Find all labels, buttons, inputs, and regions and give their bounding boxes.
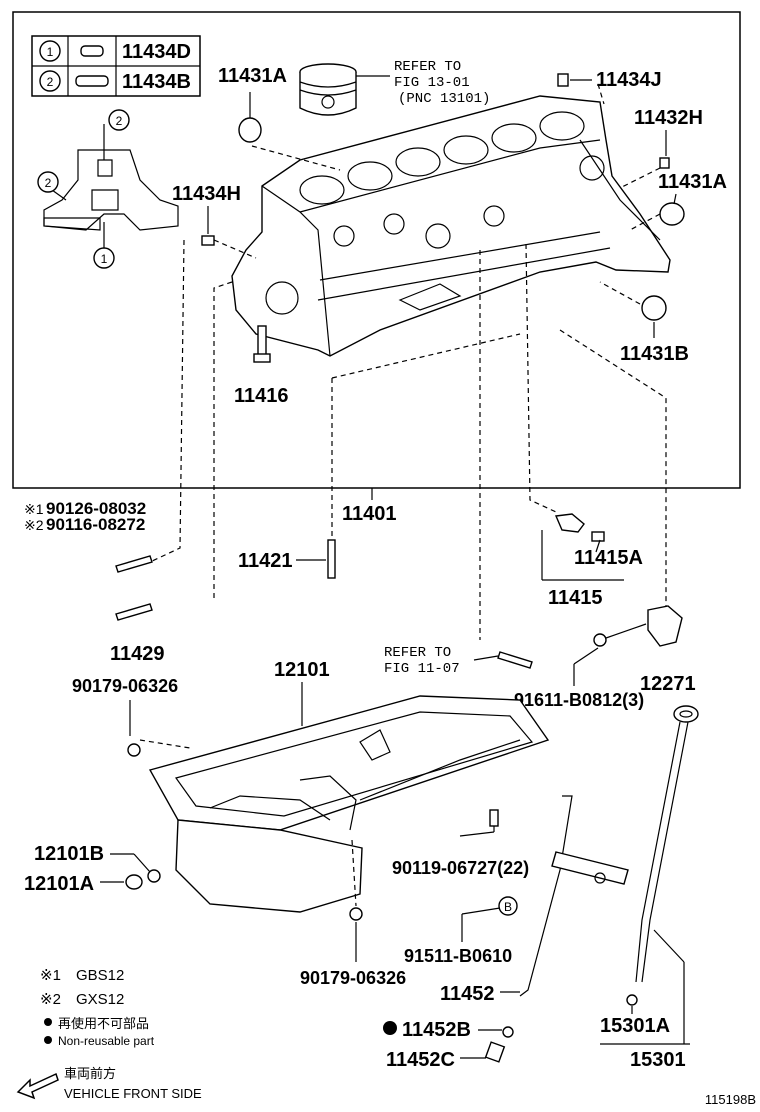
callout-2-left: 2	[45, 176, 52, 190]
note-front-jp: 車両前方	[64, 1066, 116, 1081]
note-code-GBS12: GBS12	[76, 967, 124, 984]
pin-11434H	[201, 235, 215, 246]
label-90116-08272: 90116-08272	[46, 515, 145, 534]
bullet-icon	[44, 1018, 52, 1026]
oil-pump-shaft-icon	[497, 651, 533, 669]
stud-bolt-11429-icon	[115, 603, 153, 621]
label-90119-06727: 90119-06727(22)	[392, 858, 529, 878]
oring-15301A	[626, 994, 638, 1006]
legend-part-11434B: 11434B	[122, 71, 191, 93]
ref-oilpump-line1: REFER TO	[384, 645, 451, 661]
piston-icon	[299, 63, 390, 116]
guide-11452C	[484, 1041, 506, 1063]
callout-2-top: 2	[116, 114, 123, 128]
oil-pan-icon	[148, 695, 550, 913]
cylinder-block-frame	[12, 11, 741, 489]
stud-bolt-upper-icon	[115, 555, 153, 573]
ref-piston-line3: (PNC 13101)	[398, 91, 490, 107]
non-reusable-dot-11452B	[383, 1021, 397, 1035]
bracket-12271-icon	[593, 605, 683, 647]
oil-jet-icon	[554, 513, 605, 542]
figure-id: 115198B	[705, 1092, 756, 1107]
mark-2: ※2	[24, 517, 44, 533]
note-front-en: VEHICLE FRONT SIDE	[64, 1086, 202, 1101]
note-code-GXS12: GXS12	[76, 991, 124, 1008]
label-11452B: 11452B	[402, 1019, 471, 1041]
label-15301: 15301	[630, 1049, 686, 1071]
label-11421: 11421	[238, 550, 293, 572]
front-arrow-icon	[16, 1072, 59, 1100]
nut-90179-bottom	[349, 907, 363, 921]
label-90179-06326-top: 90179-06326	[72, 676, 178, 696]
label-11431A-top: 11431A	[218, 65, 287, 87]
seal-11431B	[641, 295, 667, 321]
note-nonreusable-en: Non-reusable part	[58, 1034, 155, 1048]
label-11431A-right: 11431A	[658, 171, 727, 193]
label-11431B: 11431B	[620, 343, 689, 365]
ref-oilpump-line2: FIG 11-07	[384, 661, 460, 677]
cylinder-block-icon	[231, 95, 671, 357]
label-11401: 11401	[342, 503, 397, 525]
label-11434H: 11434H	[172, 183, 241, 205]
bolt-11416-icon	[253, 325, 271, 363]
label-11415: 11415	[548, 587, 603, 609]
ref-piston-line2: FIG 13-01	[394, 75, 470, 91]
label-15301A: 15301A	[600, 1015, 670, 1037]
label-11452: 11452	[440, 983, 495, 1005]
dipstick-icon	[635, 705, 699, 983]
nut-90179-top	[127, 743, 141, 757]
label-12271: 12271	[640, 673, 696, 695]
label-11416: 11416	[234, 385, 289, 407]
label-12101: 12101	[274, 659, 330, 681]
plug-11431A-top	[238, 117, 262, 143]
stud-11421	[327, 539, 336, 579]
label-11429: 11429	[110, 643, 165, 665]
pin-11432H	[659, 157, 670, 169]
oring-11452B	[502, 1026, 514, 1038]
callout-1-bottom: 1	[101, 252, 108, 266]
bearing-position-sketch: 2 2 1	[37, 109, 179, 269]
label-90126-08032: 90126-08032	[46, 499, 146, 518]
note-mark-2: ※2	[40, 991, 61, 1008]
label-91611-B0812: 91611-B0812(3)	[514, 690, 644, 710]
callout-B	[498, 896, 518, 916]
pin-11434J	[557, 73, 569, 87]
gasket-12101B	[147, 869, 161, 883]
legend-part-11434D: 11434D	[122, 41, 191, 63]
label-11452C: 11452C	[386, 1049, 455, 1071]
callout-B-label: B	[504, 900, 512, 914]
bolt-90119	[489, 809, 499, 827]
oil-strainer-icon	[519, 795, 629, 997]
label-12101A: 12101A	[24, 873, 94, 895]
label-11415A: 11415A	[574, 547, 643, 569]
drain-plug-12101A	[125, 874, 143, 890]
ref-piston-line1: REFER TO	[394, 59, 461, 75]
label-12101B: 12101B	[34, 843, 104, 865]
note-mark-1: ※1	[40, 967, 61, 984]
label-91511-B0610: 91511-B0610	[404, 946, 512, 966]
plug-11431A-right	[659, 202, 685, 226]
bullet-icon	[44, 1036, 52, 1044]
label-90179-06326-bottom: 90179-06326	[300, 968, 406, 988]
legend-num-1: 1	[47, 45, 54, 59]
legend-num-2: 2	[47, 75, 54, 89]
label-11434J: 11434J	[596, 69, 662, 91]
legend-box: 1 2 11434D 11434B	[31, 35, 201, 97]
label-11432H: 11432H	[634, 107, 703, 129]
mark-1: ※1	[24, 501, 44, 517]
note-nonreusable-jp: 再使用不可部品	[58, 1016, 149, 1031]
